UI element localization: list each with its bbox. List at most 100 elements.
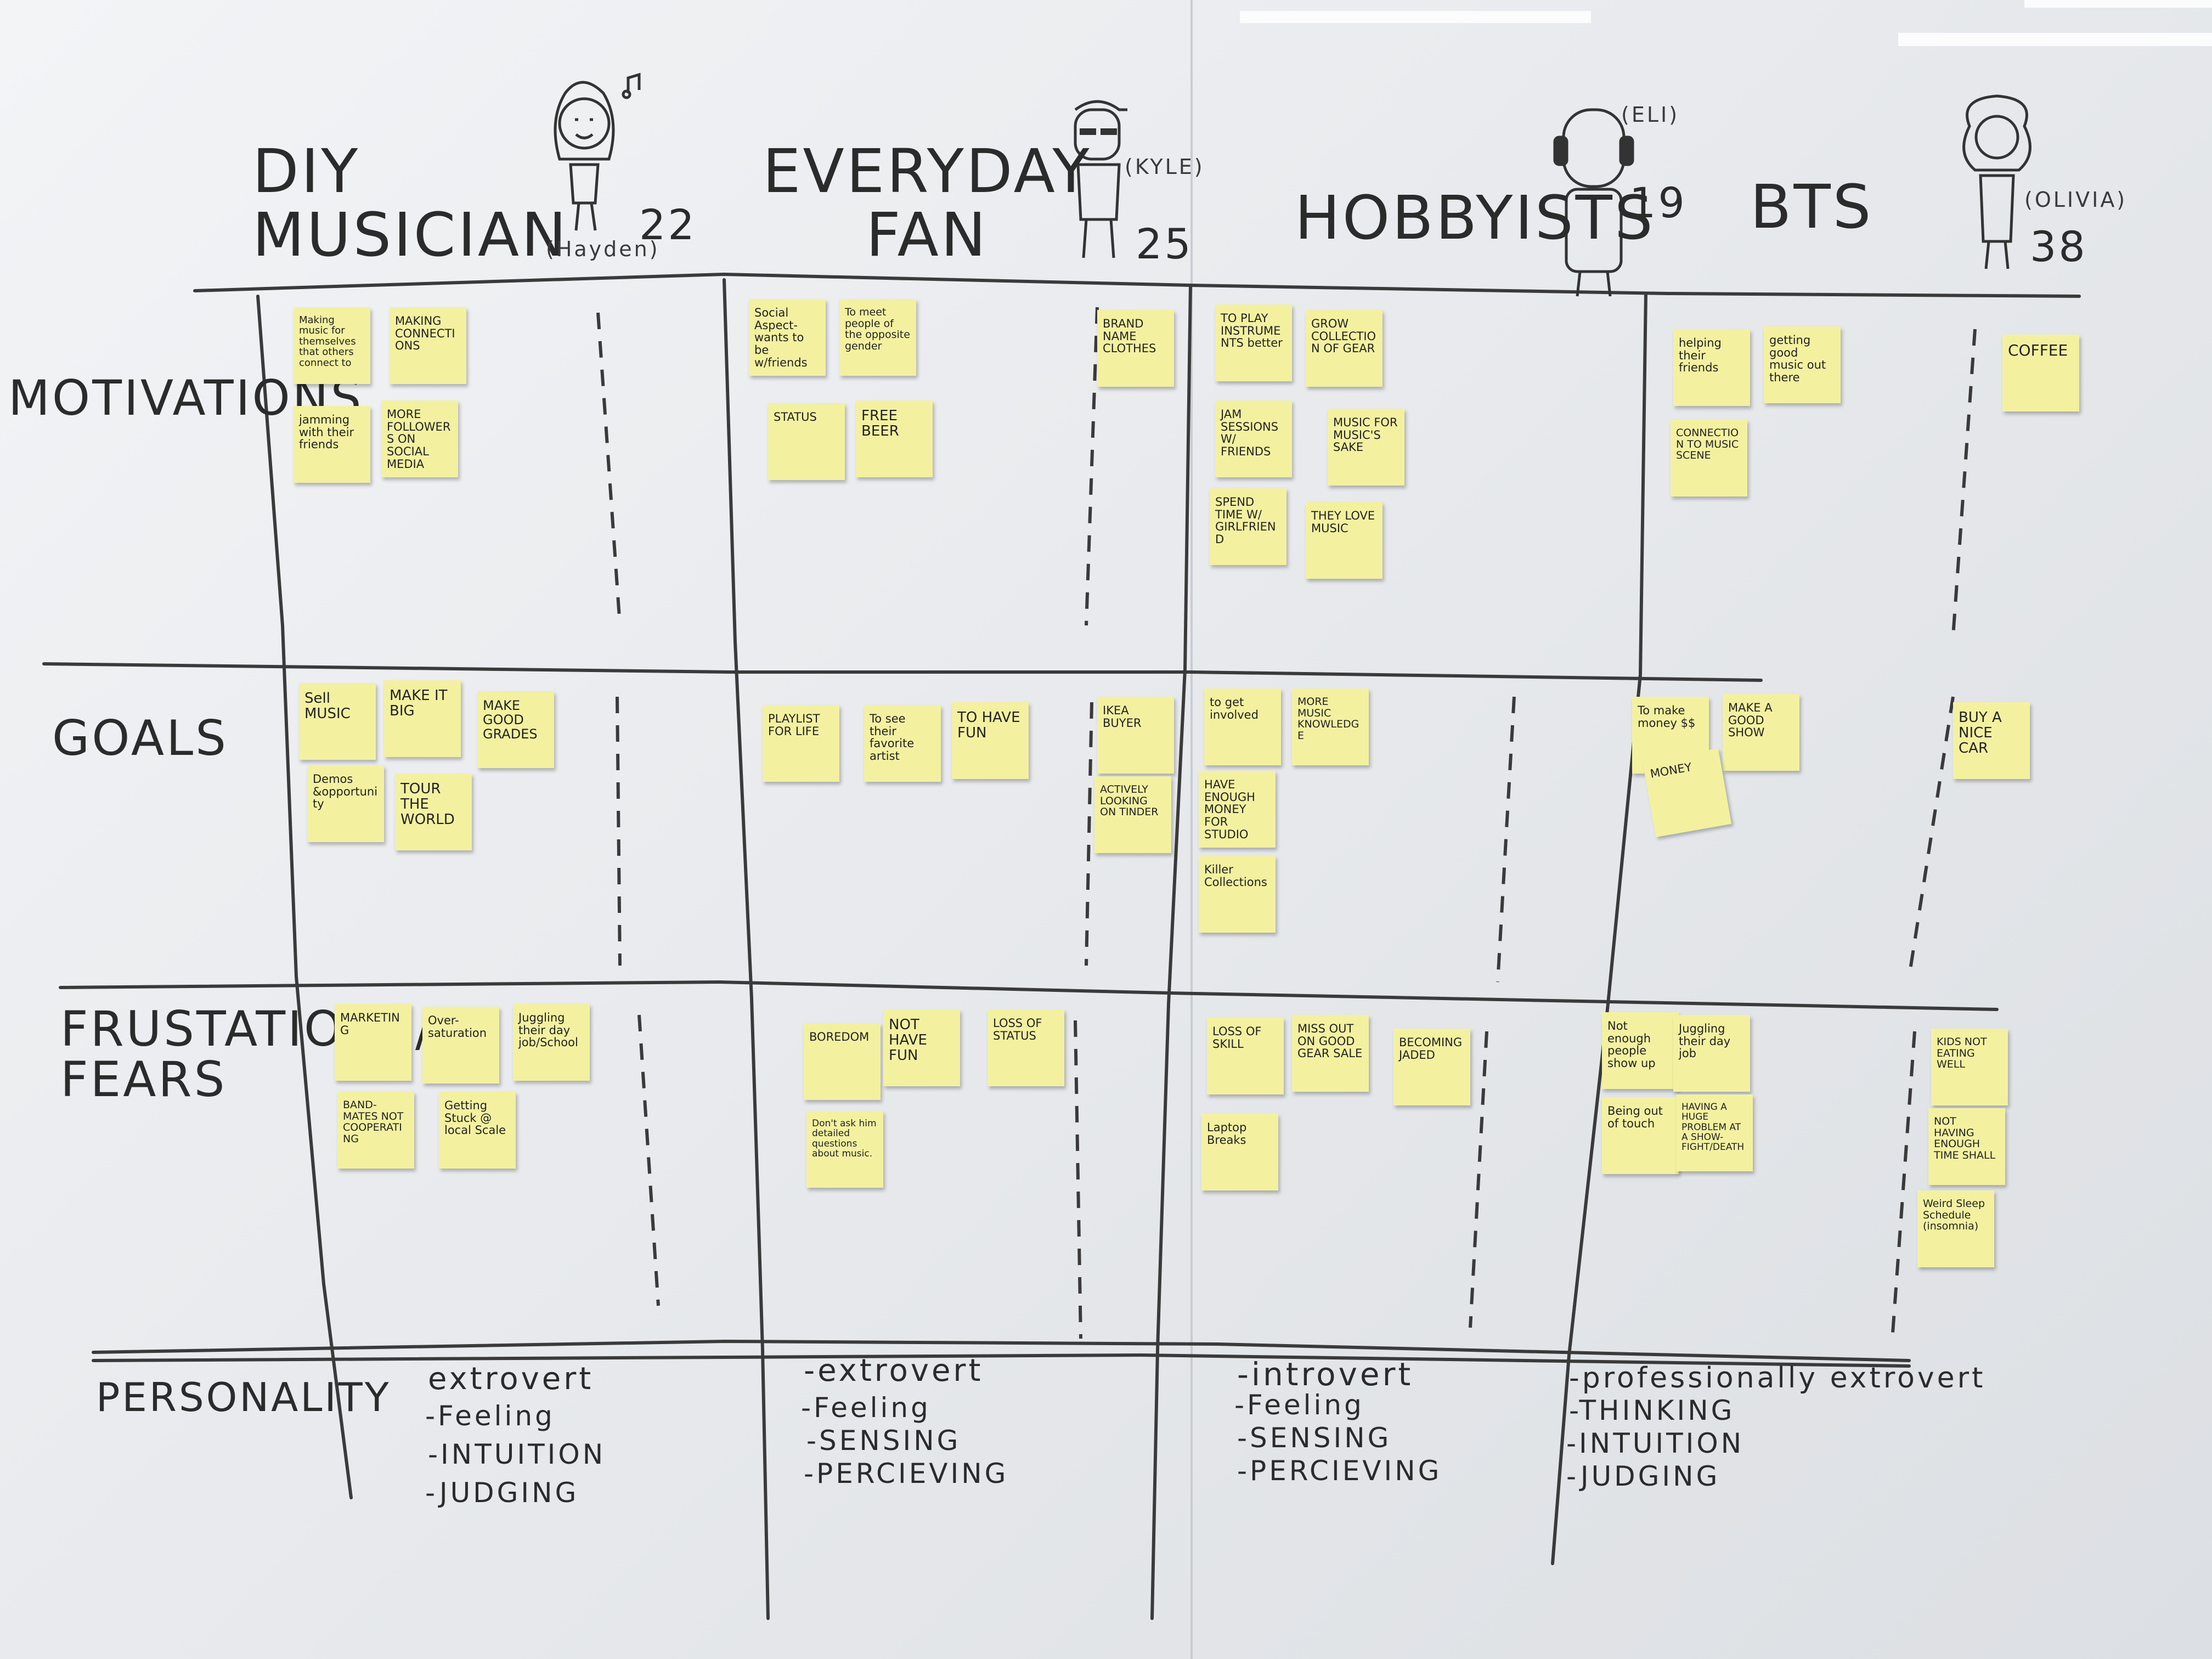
sticky-note[interactable]: MORE FOLLOWERS ON SOCIAL MEDIA — [381, 400, 458, 477]
personality-trait: -introvert — [1237, 1356, 1414, 1393]
dashed-divider — [616, 696, 622, 966]
persona-age-eli: 19 — [1629, 178, 1687, 227]
whiteboard-panel-seam — [1190, 0, 1193, 1659]
sticky-note[interactable]: Making music for themselves that others … — [294, 307, 370, 384]
col-line-4 — [1551, 292, 1647, 1565]
sticky-note[interactable]: BECOMING JADED — [1393, 1029, 1470, 1105]
sticky-note[interactable]: FREE BEER — [856, 400, 933, 477]
sticky-note[interactable]: PLAYLIST FOR LIFE — [763, 705, 839, 782]
personality-trait: -SENSING — [806, 1425, 961, 1457]
sticky-note[interactable]: COFFEE — [2002, 335, 2079, 411]
personality-trait: -JUDGING — [425, 1477, 579, 1509]
personality-trait: -INTUITION — [428, 1438, 606, 1470]
ceiling-light-reflection — [1240, 11, 1591, 23]
sticky-note[interactable]: JAM SESSIONS W/ FRIENDS — [1215, 400, 1292, 477]
olivia-doodle-icon — [1962, 94, 2032, 269]
persona-title-diy-musician: DIY MUSICIAN — [252, 136, 569, 270]
ceiling-light-reflection — [2024, 0, 2212, 8]
sticky-note[interactable]: Sell MUSIC — [299, 683, 376, 760]
row-line-2 — [59, 980, 1999, 1011]
row-line-1 — [42, 662, 1763, 682]
sticky-note[interactable]: KIDS NOT EATING WELL — [1931, 1029, 2008, 1105]
sticky-note[interactable]: Over-saturation — [422, 1007, 499, 1084]
dashed-divider — [596, 312, 622, 626]
persona-title-hobbyists: HOBBYISTS — [1295, 183, 1655, 253]
sticky-note[interactable]: BOREDOM — [804, 1023, 881, 1100]
sticky-note[interactable]: getting good music out there — [1764, 326, 1841, 403]
sticky-note[interactable]: HAVING A HUGE PROBLEM AT A SHOW-FIGHT/DE… — [1676, 1094, 1753, 1171]
col-line-2 — [723, 278, 770, 1620]
personality-trait: -PERCIEVING — [804, 1458, 1009, 1489]
sticky-note[interactable]: MAKE GOOD GRADES — [477, 691, 554, 768]
sticky-note[interactable]: HAVE ENOUGH MONEY FOR STUDIO — [1199, 771, 1276, 848]
dashed-divider — [1074, 1020, 1082, 1339]
personality-trait: -SENSING — [1237, 1422, 1392, 1454]
ceiling-light-reflection — [1898, 33, 2212, 46]
personality-trait: -Feeling — [1234, 1389, 1364, 1421]
col-line-3 — [1150, 284, 1192, 1620]
sticky-note[interactable]: LOSS OF SKILL — [1207, 1018, 1284, 1094]
sticky-note[interactable]: LOSS OF STATUS — [988, 1009, 1064, 1086]
sticky-note[interactable]: MAKE A GOOD SHOW — [1723, 694, 1799, 771]
sticky-note[interactable]: to get involved — [1204, 689, 1281, 765]
sticky-note[interactable]: MONEY — [1642, 748, 1732, 838]
sticky-note[interactable]: Not enough people show up — [1602, 1012, 1679, 1089]
persona-name-hayden: (Hayden) — [546, 237, 660, 261]
sticky-note[interactable]: Laptop Breaks — [1201, 1114, 1278, 1190]
sticky-note[interactable]: TO HAVE FUN — [952, 702, 1029, 779]
personality-trait: -INTUITION — [1566, 1427, 1745, 1459]
sticky-note[interactable]: MAKING CONNECTIONS — [390, 307, 466, 384]
persona-age-kyle: 25 — [1136, 219, 1193, 268]
sticky-note[interactable]: TO PLAY INSTRUMENTS better — [1215, 304, 1292, 381]
sticky-note[interactable]: SPEND TIME W/ GIRLFRIEND — [1210, 488, 1286, 565]
sticky-note[interactable]: IKEA BUYER — [1097, 697, 1174, 774]
sticky-note[interactable]: Juggling their day job — [1673, 1015, 1750, 1092]
sticky-note[interactable]: Juggling their day job/School — [513, 1004, 590, 1081]
row-label-personality: PERSONALITY — [96, 1374, 391, 1420]
col-line-1 — [256, 295, 353, 1499]
sticky-note[interactable]: MUSIC FOR MUSIC'S SAKE — [1328, 409, 1404, 486]
sticky-note[interactable]: Getting Stuck @ local Scale — [439, 1092, 516, 1169]
sticky-note[interactable]: STATUS — [768, 403, 845, 480]
sticky-note[interactable]: Social Aspect-wants to be w/friends — [749, 299, 826, 376]
sticky-note[interactable]: BRAND NAME CLOTHES — [1097, 310, 1174, 387]
kyle-doodle-icon — [1074, 100, 1127, 258]
sticky-note[interactable]: BAND-MATES NOT COOPERATING — [337, 1092, 414, 1169]
dashed-divider — [1496, 696, 1516, 983]
sticky-note[interactable]: NOT HAVE FUN — [883, 1009, 960, 1086]
eli-doodle-icon — [1553, 108, 1634, 297]
dashed-divider — [1469, 1031, 1488, 1328]
sticky-note[interactable]: TOUR THE WORLD — [395, 774, 472, 850]
personality-trait: -JUDGING — [1566, 1460, 1720, 1492]
sticky-note[interactable]: MAKE IT BIG — [384, 680, 461, 757]
row-line-3 — [92, 1339, 1911, 1362]
sticky-note[interactable]: ACTIVELY LOOKING ON TINDER — [1094, 776, 1171, 853]
sticky-note[interactable]: To see their favorite artist — [864, 705, 941, 782]
sticky-note[interactable]: jamming with their friends — [294, 406, 370, 483]
dashed-divider — [1951, 329, 1977, 637]
sticky-note[interactable]: helping their friends — [1673, 329, 1750, 406]
persona-name-kyle: (KYLE) — [1125, 155, 1205, 179]
sticky-note[interactable]: MARKETING — [335, 1004, 411, 1081]
sticky-note[interactable]: GROW COLLECTION OF GEAR — [1306, 310, 1383, 387]
sticky-note[interactable]: Being out of touch — [1602, 1097, 1679, 1174]
persona-title-everyday-fan: EVERYDAY FAN — [763, 136, 1092, 270]
sticky-note[interactable]: BUY A NICE CAR — [1953, 702, 2030, 779]
sticky-note[interactable]: Don't ask him detailed questions about m… — [806, 1111, 883, 1188]
sticky-note[interactable]: MISS OUT ON GOOD GEAR SALE — [1292, 1015, 1369, 1092]
sticky-note[interactable]: NOT HAVING ENOUGH TIME SHALL — [1928, 1108, 2005, 1185]
sticky-note[interactable]: Killer Collections — [1199, 856, 1276, 933]
sticky-note[interactable]: Weird Sleep Schedule (insomnia) — [1917, 1190, 1994, 1267]
sticky-note[interactable]: To meet people of the opposite gender — [839, 299, 916, 376]
dashed-divider — [1085, 702, 1093, 966]
persona-age-olivia: 38 — [2030, 222, 2087, 271]
sticky-note[interactable]: CONNECTION TO MUSIC SCENE — [1671, 420, 1747, 496]
sticky-note[interactable]: Demos &opportunity — [307, 765, 384, 842]
persona-title-bts: BTS — [1750, 172, 1874, 242]
sticky-note[interactable]: MORE MUSIC KNOWLEDGE — [1292, 689, 1369, 765]
header-line — [193, 272, 2081, 298]
sticky-note[interactable]: THEY LOVE MUSIC — [1306, 502, 1383, 579]
row-line-4 — [92, 1353, 1911, 1368]
persona-age-hayden: 22 — [639, 200, 697, 249]
personality-trait: -Feeling — [801, 1392, 931, 1424]
